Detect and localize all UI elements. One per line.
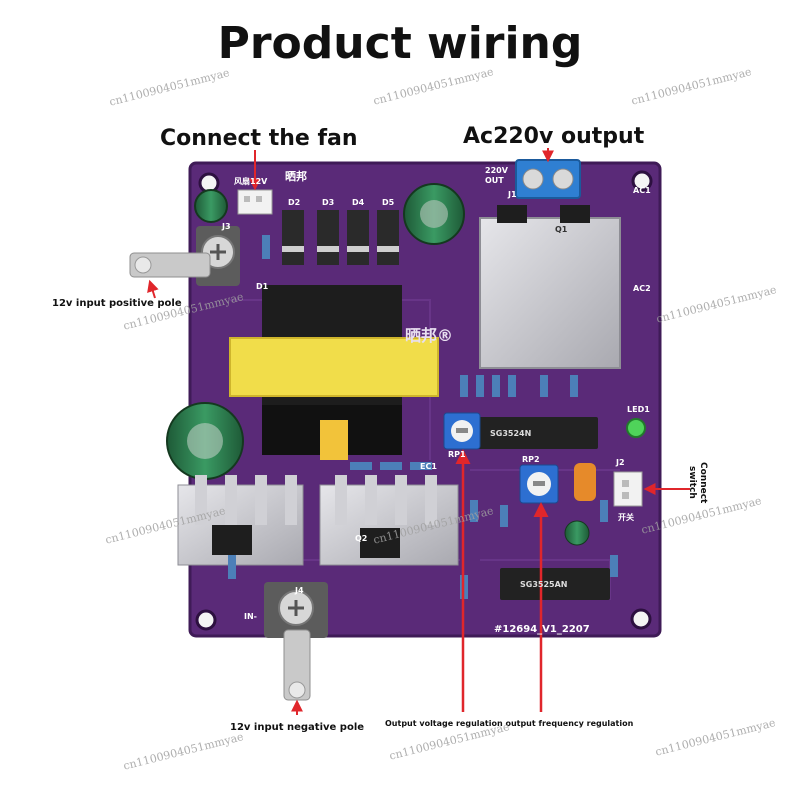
- diode-row: [282, 210, 399, 265]
- brand-center-text: 晒邦®: [405, 326, 454, 345]
- transformer: [229, 337, 439, 397]
- d4-text: D4: [352, 198, 365, 207]
- mount-hole: [195, 609, 217, 631]
- ec1-text: EC1: [420, 462, 437, 471]
- j2-text: J2: [616, 458, 625, 467]
- ac1-text: AC1: [633, 186, 651, 195]
- regulation-label: Output voltage regulation output frequen…: [385, 719, 634, 728]
- d3-text: D3: [322, 198, 335, 207]
- rp2-text: RP2: [522, 455, 540, 464]
- d2-text: D2: [288, 198, 301, 207]
- fan-connector: [237, 189, 273, 215]
- in-minus-text: IN-: [244, 612, 257, 621]
- capacitor-small: [194, 189, 228, 223]
- ac-output-label: Ac220v output: [463, 124, 645, 149]
- positive-arrow: [147, 279, 159, 299]
- mount-hole: [630, 608, 652, 630]
- brand-text: 晒邦: [285, 170, 307, 183]
- out-voltage-text: 220V: [485, 166, 508, 175]
- out-text: OUT: [485, 176, 504, 185]
- switch-label-line1: Connect: [698, 462, 708, 504]
- heatsink-bottom-right: [319, 475, 459, 566]
- negative-pole-label: 12v input negative pole: [230, 722, 365, 733]
- fan-header-text: 风扇12V: [234, 177, 268, 186]
- j1-text: J1: [508, 190, 517, 199]
- capacitor-orange: [574, 463, 596, 501]
- switch-connector: [613, 471, 643, 507]
- page-title: Product wiring: [217, 18, 583, 69]
- d1-text: D1: [256, 282, 269, 291]
- led-text: LED1: [627, 405, 650, 414]
- ic-top-text: SG3524N: [490, 429, 532, 438]
- switch-label-line2: switch: [687, 466, 697, 499]
- heatsink-bottom-left: [177, 475, 304, 566]
- ic-bottom-text: SG3525AN: [520, 580, 568, 589]
- switch-silkscreen: 开关: [618, 513, 634, 522]
- led-indicator: [626, 418, 646, 438]
- mount-hole: [631, 170, 653, 192]
- positive-lug: [129, 252, 211, 278]
- rp1-text: RP1: [448, 450, 466, 459]
- heatsink-top: [479, 217, 621, 369]
- board-id-text: #12694_V1_2207: [494, 624, 590, 635]
- j4-text: J4: [295, 586, 304, 595]
- q1-text: Q1: [555, 225, 568, 234]
- fan-label: Connect the fan: [160, 126, 358, 151]
- positive-pole-label: 12v input positive pole: [52, 298, 182, 309]
- d5-text: D5: [382, 198, 395, 207]
- q2-text: Q2: [355, 534, 368, 543]
- ic-sg3524: [470, 417, 598, 449]
- ic-sg3525: [500, 568, 610, 600]
- j3-text: J3: [222, 222, 231, 231]
- ac2-text: AC2: [633, 284, 651, 293]
